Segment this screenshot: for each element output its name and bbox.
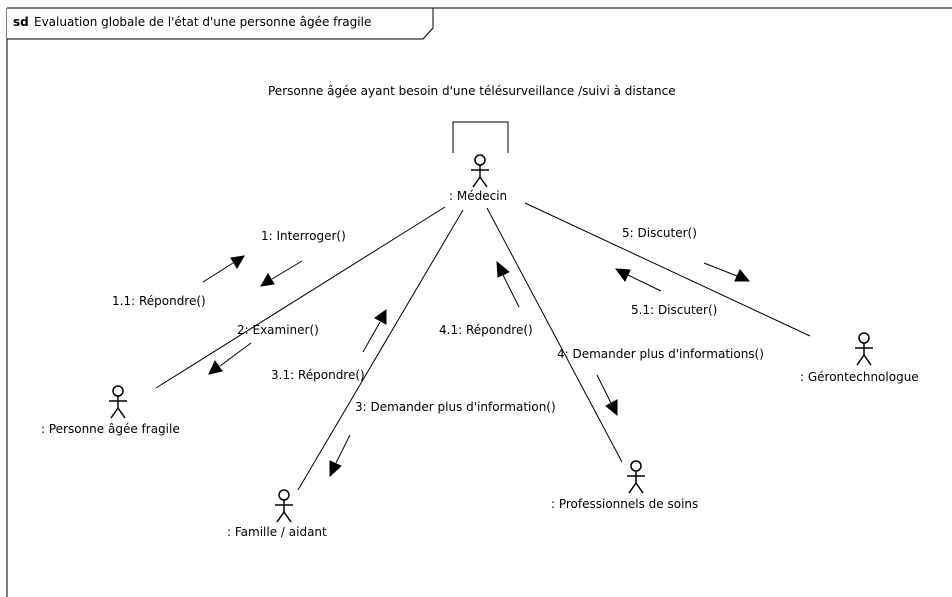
arrow-4 (596, 374, 618, 417)
link-medecin-famille (297, 209, 464, 491)
arrow-2 (208, 342, 252, 375)
actor-gerontechnologue[interactable]: : Gérontechnologue (800, 332, 919, 384)
self-loop (452, 121, 509, 153)
message-label: 5: Discuter() (622, 226, 697, 240)
actor-label: : Famille / aidant (227, 525, 327, 539)
link-medecin-professionnels (486, 207, 623, 463)
context-note: Personne âgée ayant besoin d'une télésur… (268, 84, 676, 98)
message-arrows (202, 255, 751, 478)
association-links (155, 202, 811, 491)
arrow-3-1 (362, 309, 387, 353)
message-labels: 1: Interroger() 1.1: Répondre() 2: Exami… (112, 226, 764, 414)
actor-icon (108, 385, 128, 419)
actor-icon (274, 489, 294, 523)
frame-title: Evaluation globale de l'état d'une perso… (34, 15, 371, 29)
arrow-3 (329, 434, 351, 478)
message-label: 4.1: Répondre() (439, 323, 533, 337)
message-label: 3: Demander plus d'information() (355, 400, 556, 414)
actor-label: : Professionnels de soins (551, 497, 698, 511)
message-label: 2: Examiner() (237, 323, 319, 337)
message-label: 1: Interroger() (261, 229, 346, 243)
link-medecin-personne (155, 206, 446, 389)
actor-label: : Gérontechnologue (800, 370, 919, 384)
arrow-1-1 (202, 255, 245, 283)
message-label: 5.1: Discuter() (631, 303, 717, 317)
actor-medecin[interactable]: : Médecin (449, 154, 507, 203)
message-label: 1.1: Répondre() (112, 294, 206, 308)
arrow-5 (703, 262, 751, 282)
actor-professionnels[interactable]: : Professionnels de soins (551, 460, 698, 511)
actor-icon (854, 332, 874, 366)
actor-personne-agee[interactable]: : Personne âgée fragile (41, 385, 180, 436)
actor-icon (626, 460, 646, 494)
actor-famille[interactable]: : Famille / aidant (227, 489, 327, 539)
arrow-5-1 (614, 268, 662, 292)
actor-label: : Personne âgée fragile (41, 422, 180, 436)
actor-icon (470, 154, 490, 188)
message-label: 4: Demander plus d'informations() (557, 347, 764, 361)
actor-label: : Médecin (449, 189, 507, 203)
link-medecin-gerontechnologue (524, 202, 811, 337)
frame-keyword: sd (13, 15, 29, 29)
arrow-4-1 (496, 260, 520, 308)
arrow-1 (260, 260, 303, 287)
frame: sd Evaluation globale de l'état d'une pe… (6, 7, 952, 597)
message-label: 3.1: Répondre() (271, 368, 365, 382)
